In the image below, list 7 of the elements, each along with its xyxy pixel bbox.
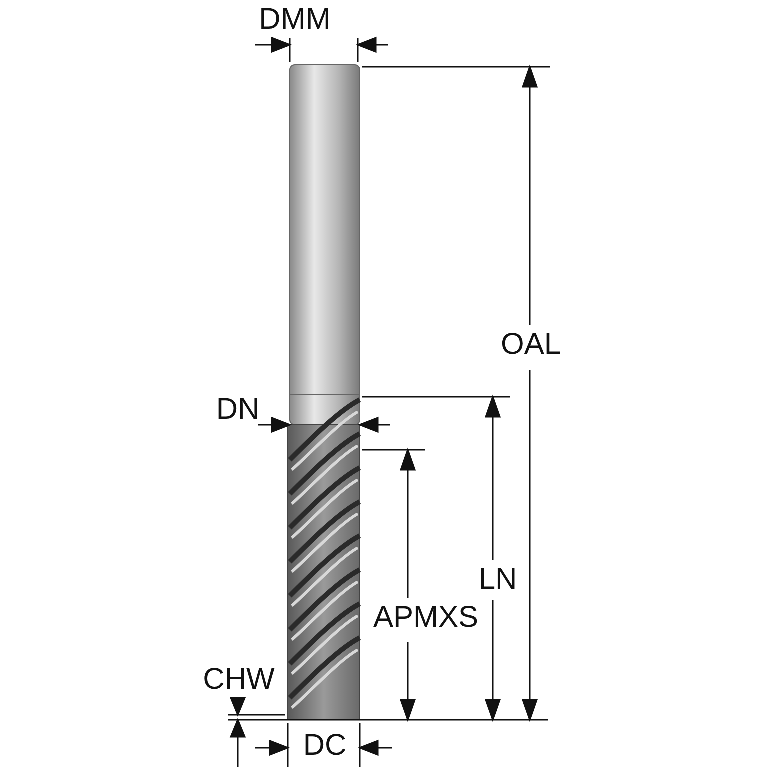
dimension-label: DN bbox=[215, 392, 261, 428]
dimension-label: LN bbox=[478, 562, 518, 598]
dimension-label: CHW bbox=[202, 662, 276, 698]
dimension-label: DMM bbox=[258, 2, 332, 38]
dimension-label: OAL bbox=[500, 327, 562, 363]
dimension-label: APMXS bbox=[372, 600, 480, 636]
dimension-label: DC bbox=[302, 728, 348, 764]
